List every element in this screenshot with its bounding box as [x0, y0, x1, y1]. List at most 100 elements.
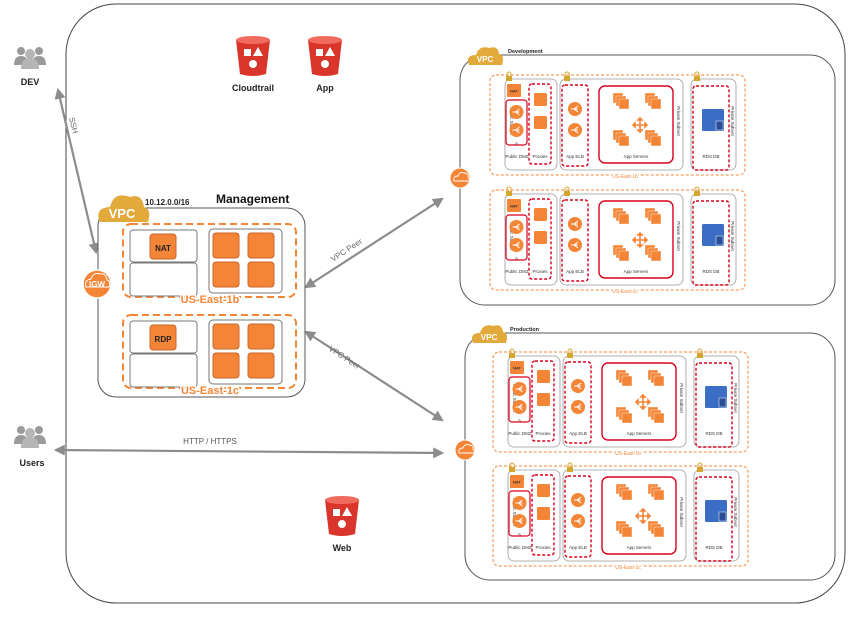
private-subnet-label: Private Subnet	[676, 221, 681, 251]
dev-actor[interactable]: DEV	[14, 47, 46, 87]
vpc-peer-arrow-development	[304, 197, 444, 289]
app-elb-label: App ELB	[569, 431, 587, 436]
load-balancer-icon	[512, 382, 527, 396]
availability-zone-boundary	[489, 189, 746, 291]
rds-private-subnet-label: Private Subnet	[730, 221, 735, 251]
load-balancer-icon	[509, 238, 524, 252]
ec2-instance-icon	[247, 352, 275, 379]
lock-icon	[564, 71, 570, 81]
load-balancer-icon	[512, 514, 527, 528]
public-dmz-label: Public DMZ	[508, 545, 532, 550]
public-dmz-label: Public DMZ	[505, 154, 529, 159]
public-subnet-label: Public Subnet	[509, 222, 514, 251]
public-dmz-label: Public DMZ	[505, 269, 529, 274]
bucket-web[interactable]: Web	[325, 496, 359, 553]
bucket-cloudtrail[interactable]: Cloudtrail	[232, 36, 274, 93]
lock-icon	[694, 186, 700, 196]
rds-label: RDS DB	[702, 154, 719, 159]
app-elb-group	[561, 84, 589, 167]
proxy-instance-icon	[534, 231, 547, 244]
lock-icon	[567, 462, 573, 472]
proxy-instance-icon	[534, 93, 547, 106]
load-balancer-icon	[568, 102, 582, 116]
proxies-label: Proxies	[532, 269, 548, 274]
public-elb-group	[508, 376, 531, 423]
aws-region-boundary	[65, 3, 846, 604]
zone-label: US-East-1b	[615, 451, 641, 457]
users-group-icon	[14, 426, 46, 448]
proxy-instance-icon	[537, 484, 550, 497]
ec2-instance-stack-icon	[612, 207, 630, 225]
ec2-instance-stack-icon	[615, 406, 633, 424]
proxies-group	[528, 83, 552, 165]
availability-zone-boundary	[122, 223, 297, 298]
lock-icon	[697, 348, 703, 358]
app-elb-group	[561, 199, 589, 282]
nat-instance-icon	[510, 361, 524, 374]
ec2-instance-stack-icon	[615, 520, 633, 538]
internet-gateway-icon[interactable]	[454, 439, 476, 461]
instance-label: NAT	[155, 244, 171, 253]
private-subnet-label: Private Subnet	[679, 497, 684, 527]
rds-label: RDS DB	[705, 545, 722, 550]
ec2-instance-stack-icon	[612, 244, 630, 262]
app-elb-label: App ELB	[569, 545, 587, 550]
app-servers-label: App Servers	[624, 154, 650, 159]
rds-group	[695, 476, 733, 562]
auto-scaling-icon	[631, 116, 649, 134]
load-balancer-icon	[509, 220, 524, 234]
availability-zone-boundary	[492, 465, 749, 567]
rds-label: RDS DB	[705, 431, 722, 436]
lock-icon	[694, 71, 700, 81]
auto-scaling-icon	[634, 507, 652, 525]
proxies-label: Proxies	[535, 545, 551, 550]
internet-gateway[interactable]: IGW	[82, 269, 112, 299]
internet-gateway-icon[interactable]	[449, 167, 471, 189]
nat-label: NAT	[510, 89, 518, 94]
rds-private-subnet-label: Private Subnet	[730, 106, 735, 136]
ec2-instance-stack-icon	[647, 406, 665, 424]
public-elb-group	[505, 99, 528, 146]
rds-database-icon	[702, 224, 724, 246]
dev-label: DEV	[21, 77, 40, 87]
rds-group	[692, 200, 730, 286]
proxies-label: Proxies	[535, 431, 551, 436]
load-balancer-icon	[509, 123, 524, 137]
app-elb-group	[564, 475, 592, 558]
auto-scaling-icon	[631, 231, 649, 249]
users-actor[interactable]: Users	[14, 426, 46, 468]
bucket-app[interactable]: App	[308, 36, 342, 93]
proxy-instance-icon	[534, 208, 547, 221]
ssh-label: SSH	[67, 116, 80, 134]
private-subnet	[129, 353, 198, 388]
public-elb-group	[505, 214, 528, 261]
availability-zone-boundary	[489, 74, 746, 176]
ec2-instance-icon	[247, 261, 275, 288]
proxies-group	[531, 474, 555, 556]
ec2-instance-stack-icon	[644, 244, 662, 262]
proxy-instance-icon	[537, 507, 550, 520]
elb-az-label: A	[518, 532, 521, 537]
proxies-label: Proxies	[532, 154, 548, 159]
ec2-instance-icon	[212, 352, 240, 379]
zone-label: US-East-1b	[612, 174, 638, 180]
rds-database-icon	[702, 109, 724, 131]
elb-az-label: A	[515, 141, 518, 146]
ec2-instance-stack-icon	[615, 483, 633, 501]
zone-label: US-East-1c	[615, 565, 641, 571]
app-servers-label: App Servers	[624, 269, 650, 274]
instance-rdp[interactable]: RDP	[149, 324, 177, 351]
instance-nat[interactable]: NAT	[149, 233, 177, 260]
load-balancer-icon	[571, 400, 585, 414]
s3-bucket-icon	[236, 36, 270, 76]
s3-bucket-icon	[325, 496, 359, 536]
management-vpc[interactable]: VPC 10.12.0.0/16 Management NATUS-East-1…	[82, 192, 306, 399]
